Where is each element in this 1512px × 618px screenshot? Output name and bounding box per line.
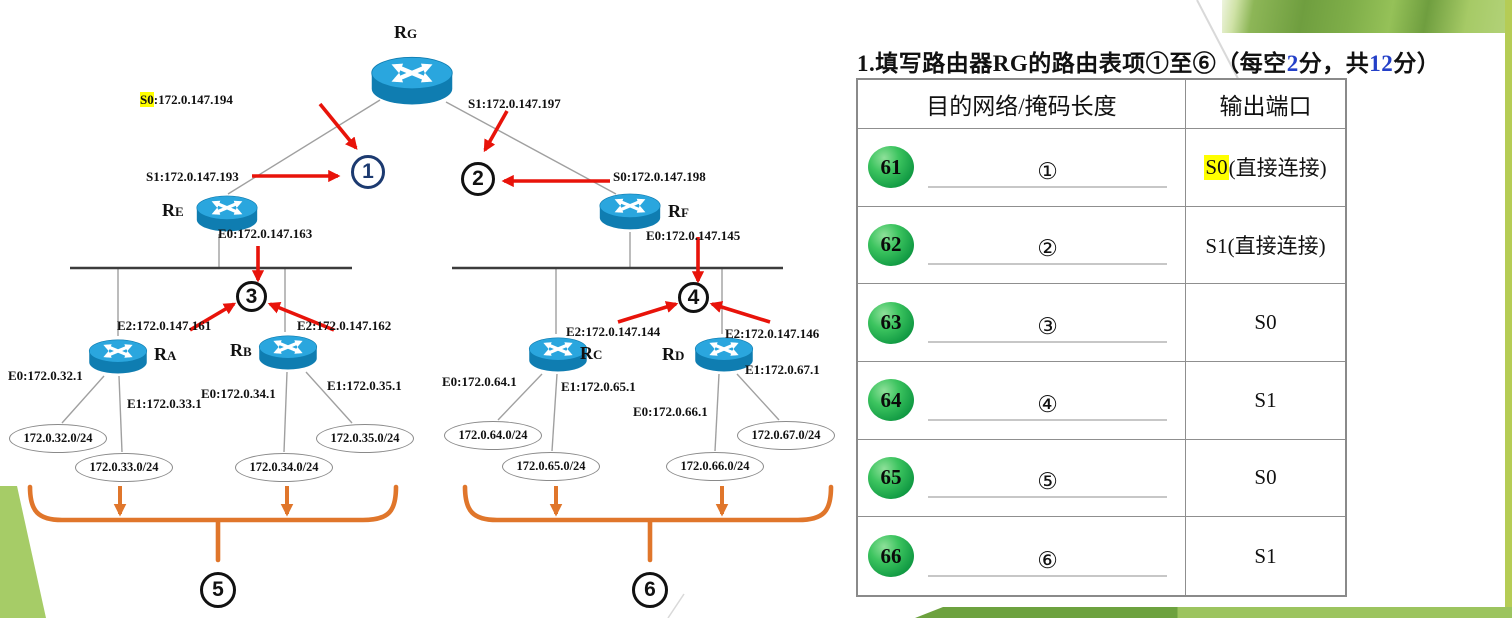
table-row: 62 ② <box>858 206 1186 285</box>
iface-label-rg-s1: S1:172.0.147.197 <box>468 96 561 111</box>
router-label-rb: RB <box>230 340 252 360</box>
answer-blank-6: ⑥ <box>928 536 1167 577</box>
router-label-rd: RD <box>662 344 685 364</box>
iface-label-rc-e1: E1:172.0.65.1 <box>561 379 636 394</box>
network-ellipse-32: 172.0.32.0/24 <box>9 424 107 453</box>
aggregate-braces <box>27 484 834 563</box>
network-ellipse-64: 172.0.64.0/24 <box>444 421 542 450</box>
iface-label-re-s1: S1:172.0.147.193 <box>146 169 239 184</box>
badge-61: 61 <box>868 146 914 189</box>
iface-label-rb-e0: E0:172.0.34.1 <box>201 386 276 401</box>
router-icon-rb <box>256 332 320 372</box>
badge-65: 65 <box>868 456 914 499</box>
router-icon-rg <box>367 52 457 108</box>
answer-blank-1: ① <box>928 147 1167 188</box>
port-cell: S1 <box>1254 543 1277 568</box>
badge-66: 66 <box>868 535 914 578</box>
router-label-re: RE <box>162 200 184 220</box>
theme-corner-decoration <box>1222 0 1512 33</box>
badge-63: 63 <box>868 301 914 344</box>
network-ellipse-66: 172.0.66.0/24 <box>666 452 764 481</box>
iface-label-ra-e0: E0:172.0.32.1 <box>8 368 83 383</box>
answer-blank-5: ⑤ <box>928 457 1167 499</box>
badge-62: 62 <box>868 223 914 266</box>
table-row: 63 ③ <box>858 284 1186 362</box>
iface-label-ra-e2: E2:172.0.147.161 <box>117 318 212 333</box>
answer-marker-4: 4 <box>678 282 709 313</box>
answer-blank-2: ② <box>928 224 1167 266</box>
table-header-destination: 目的网络/掩码长度 <box>858 80 1186 129</box>
table-row: 66 ⑥ <box>858 517 1186 595</box>
iface-label-re-e0: E0:172.0.147.163 <box>218 226 313 241</box>
network-ellipse-33: 172.0.33.0/24 <box>75 453 173 482</box>
port-cell: S0 <box>1186 440 1345 518</box>
iface-label-rc-e0: E0:172.0.64.1 <box>442 374 517 389</box>
router-label-ra: RA <box>154 344 177 364</box>
table-header-port: 输出端口 <box>1186 80 1345 129</box>
iface-label-rf-s0: S0:172.0.147.198 <box>613 169 706 184</box>
iface-label-rd-e2: E2:172.0.147.146 <box>725 326 820 341</box>
port-cell: S0 <box>1186 284 1345 362</box>
routing-table: 目的网络/掩码长度 输出端口 61 ① S0(直接连接) 62 ② S1(直接连… <box>856 78 1347 597</box>
iface-label-rd-e0: E0:172.0.66.1 <box>633 404 708 419</box>
badge-64: 64 <box>868 379 914 422</box>
theme-left-triangle <box>0 486 46 618</box>
iface-label-ra-e1: E1:172.0.33.1 <box>127 396 202 411</box>
table-row: 65 ⑤ <box>858 439 1186 518</box>
iface-label-rg-s0: S0:172.0.147.194 <box>140 92 233 107</box>
router-label-rg: RG <box>394 22 418 42</box>
table-row: 61 ① <box>858 129 1186 207</box>
answer-marker-3: 3 <box>236 281 267 312</box>
iface-label-rd-e1: E1:172.0.67.1 <box>745 362 820 377</box>
answer-blank-4: ④ <box>928 380 1167 421</box>
network-ellipse-67: 172.0.67.0/24 <box>737 421 835 450</box>
answer-marker-1: 1 <box>351 155 385 189</box>
port-cell: S1(直接连接) <box>1186 207 1345 285</box>
table-row: 64 ④ <box>858 361 1186 440</box>
answer-marker-2: 2 <box>461 162 495 196</box>
answer-marker-6: 6 <box>632 572 668 608</box>
router-icon-rf <box>597 190 663 232</box>
network-ellipse-34: 172.0.34.0/24 <box>235 453 333 482</box>
router-label-rc: RC <box>580 343 603 363</box>
port-cell: S1 <box>1186 362 1345 440</box>
port-cell: S0(直接连接) <box>1186 129 1345 207</box>
iface-label-rf-e0: E0:172.0.147.145 <box>646 228 741 243</box>
network-ellipse-35: 172.0.35.0/24 <box>316 424 414 453</box>
orange-aggregate-arrows <box>113 486 729 517</box>
network-ellipse-65: 172.0.65.0/24 <box>502 452 600 481</box>
answer-blank-3: ③ <box>928 302 1167 344</box>
iface-label-rc-e2: E2:172.0.147.144 <box>566 324 661 339</box>
router-icon-ra <box>86 336 150 376</box>
theme-bottom-bar <box>915 607 1512 618</box>
theme-right-strip <box>1505 0 1512 618</box>
iface-label-rb-e1: E1:172.0.35.1 <box>327 378 402 393</box>
answer-marker-5: 5 <box>200 572 236 608</box>
router-label-rf: RF <box>668 201 689 221</box>
iface-label-rb-e2: E2:172.0.147.162 <box>297 318 392 333</box>
question-title: 1.填写路由器RG的路由表项①至⑥（每空2分，共12分） <box>857 51 1441 76</box>
